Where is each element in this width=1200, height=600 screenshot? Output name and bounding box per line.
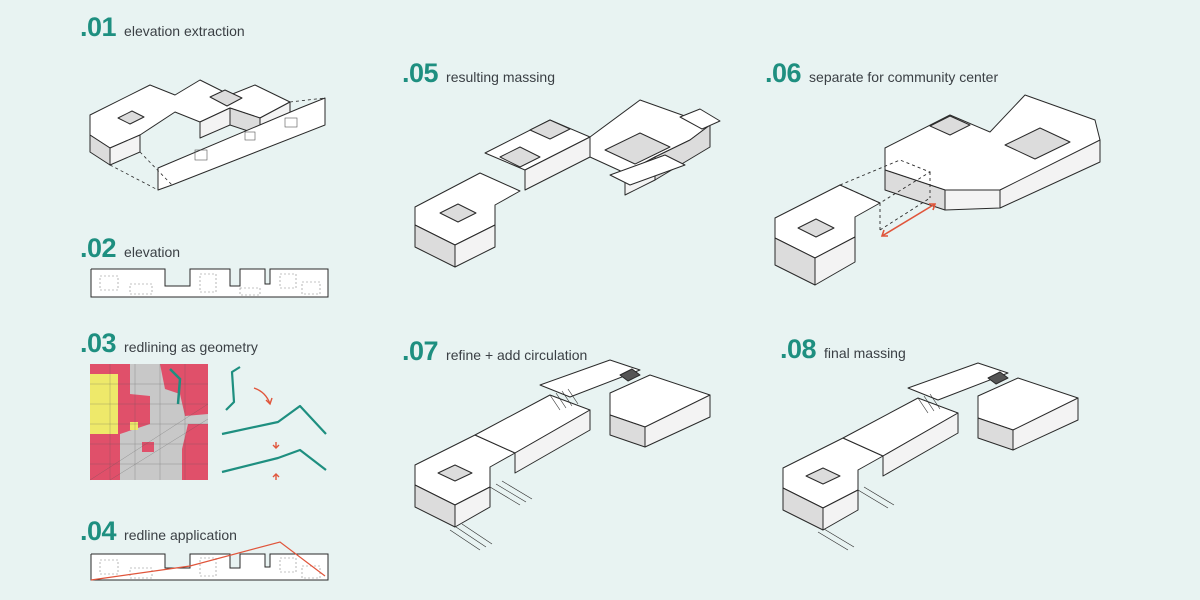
- step-number: .03: [80, 328, 117, 358]
- community-center-separation-model: [770, 90, 1140, 300]
- step-label: redline application: [124, 527, 237, 543]
- step-08-title: .08 final massing: [780, 334, 906, 365]
- step-number: .07: [402, 336, 439, 366]
- redline-geometry: [218, 362, 333, 484]
- step-number: .08: [780, 334, 817, 364]
- step-07-title: .07 refine + add circulation: [402, 336, 587, 367]
- step-02-title: .02 elevation: [80, 233, 180, 264]
- step-06-title: .06 separate for community center: [765, 58, 998, 89]
- resulting-massing-model: [410, 95, 730, 275]
- step-label: final massing: [824, 345, 906, 361]
- elevation-extraction-diagram: [80, 40, 340, 230]
- redline-application-drawing: [90, 540, 330, 584]
- step-number: .06: [765, 58, 802, 88]
- final-massing-model: [778, 360, 1098, 560]
- elevation-drawing: [90, 266, 330, 300]
- step-label: resulting massing: [446, 69, 555, 85]
- step-number: .01: [80, 12, 117, 42]
- step-number: .04: [80, 516, 117, 546]
- step-number: .02: [80, 233, 117, 263]
- redlining-map: [89, 364, 209, 481]
- step-05-title: .05 resulting massing: [402, 58, 555, 89]
- step-label: elevation extraction: [124, 23, 245, 39]
- step-label: redlining as geometry: [124, 339, 258, 355]
- step-label: elevation: [124, 244, 181, 260]
- circulation-model: [410, 355, 730, 560]
- step-number: .05: [402, 58, 439, 88]
- step-01-title: .01 elevation extraction: [80, 12, 245, 43]
- step-label: separate for community center: [809, 69, 999, 85]
- step-03-title: .03 redlining as geometry: [80, 328, 258, 359]
- step-04-title: .04 redline application: [80, 516, 237, 547]
- step-label: refine + add circulation: [446, 347, 588, 363]
